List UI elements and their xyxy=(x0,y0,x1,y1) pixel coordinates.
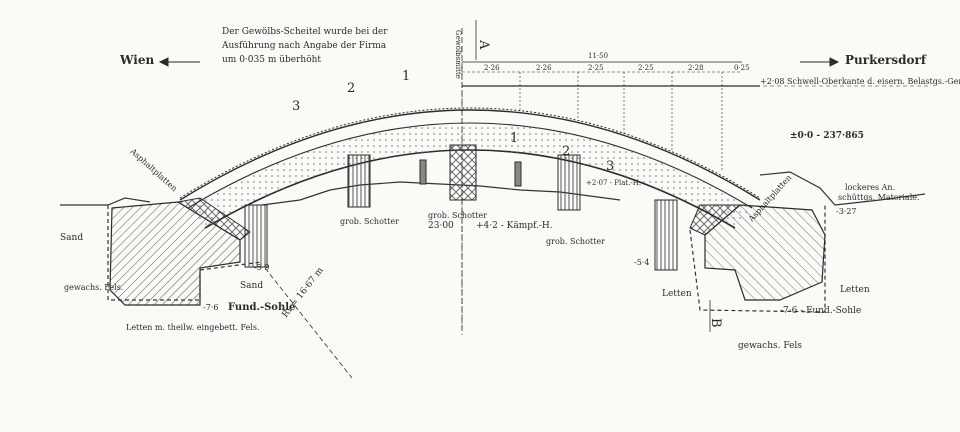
label-sand-1: Sand xyxy=(60,233,83,243)
label-schotter-3: grob. Schotter xyxy=(546,237,605,246)
label-fels-right: gewachs. Fels xyxy=(738,341,802,351)
ground-line-right xyxy=(759,171,926,206)
right-abutment-body xyxy=(704,204,826,301)
left-footing-block xyxy=(244,204,268,268)
label-loose-1: lockeres An. xyxy=(845,183,895,192)
dim-seg-5: 2·28 xyxy=(688,64,704,72)
right-excavation xyxy=(689,205,826,313)
support-block-1 xyxy=(347,154,371,208)
dim-seg-4: 2·25 xyxy=(638,64,654,72)
rib-number-3: 3 xyxy=(292,99,300,114)
label-schotter-2: grob. Schotter xyxy=(428,211,487,220)
label-letten-right-2: Letten xyxy=(840,285,870,295)
dim-seg-2: 2·26 xyxy=(536,64,552,72)
section-mark-top: A xyxy=(476,39,491,50)
note-line-2: Ausführung nach Angabe der Firma xyxy=(221,41,387,51)
supports xyxy=(347,144,581,211)
right-abutment xyxy=(654,199,826,301)
label-schotter-1: grob. Schotter xyxy=(340,217,399,226)
dim-seg-1: 2·26 xyxy=(484,64,500,72)
dim-plat: +2·07 - Plat.-H. xyxy=(586,179,641,187)
support-post-1 xyxy=(419,159,427,185)
rail-label: +2·08 Schwell-Oberkante d. eisern. Belas… xyxy=(760,77,960,86)
deck-line xyxy=(179,107,761,199)
datum-label: ±0·0 - 237·865 xyxy=(790,131,864,141)
label-fels-left: gewachs. Fels. xyxy=(64,283,123,292)
dim-top-total: 11·50 xyxy=(588,52,608,60)
dim-right-sole: -7·6 - Fund.-Sohle xyxy=(780,306,861,316)
girder-posts xyxy=(461,62,723,330)
rib-number-6: 3 xyxy=(606,159,614,174)
note-line-1: Der Gewölbs-Scheitel wurde bei der xyxy=(222,27,388,37)
dim-right-depth: -5·4 xyxy=(634,258,649,267)
note-line-3: um 0·035 m überhöht xyxy=(222,55,321,65)
rib-number-2: 2 xyxy=(347,81,355,96)
rib-number-4: 1 xyxy=(510,131,518,146)
support-post-2 xyxy=(514,161,522,187)
left-excavation xyxy=(107,205,263,301)
dim-span: 23·00 xyxy=(428,221,454,231)
label-loose-2: schüttgs. Materiale. xyxy=(838,193,920,202)
rib-number-1: 1 xyxy=(402,69,410,84)
support-block-2 xyxy=(449,144,477,201)
top-girder xyxy=(461,61,930,330)
arrow-left-icon xyxy=(158,57,169,67)
arch-fill xyxy=(188,123,752,228)
section-mark-bottom: B xyxy=(708,318,723,328)
arrow-right-icon xyxy=(829,57,840,67)
direction-right: Purkersdorf xyxy=(845,53,927,67)
dim-seg-3: 2·25 xyxy=(588,64,604,72)
ground-line-left xyxy=(60,197,151,206)
right-footing-block xyxy=(654,199,678,271)
direction-arrows xyxy=(158,57,840,67)
label-letten-left: Letten m. theilw. eingebett. Fels. xyxy=(126,323,260,332)
dim-top-end: 0·25 xyxy=(734,64,750,72)
arch-extrados-outer xyxy=(179,109,761,201)
crown-label: Gewölbsmitte xyxy=(454,30,462,79)
label-letten-right-1: Letten xyxy=(662,289,692,299)
label-sand-2: Sand xyxy=(240,281,263,291)
centre-axis xyxy=(461,20,711,335)
dim-left-sole: -7·6 xyxy=(203,303,218,312)
label-asphalt-left: Asphaltplatten xyxy=(128,146,179,193)
dim-left-depth: -5·9 xyxy=(254,263,269,272)
rib-number-5: 2 xyxy=(562,144,570,159)
radius-line xyxy=(264,267,353,379)
direction-left: Wien xyxy=(119,53,154,67)
support-block-3 xyxy=(557,154,581,211)
label-fund-sohle-left: Fund.-Sohle xyxy=(228,302,295,313)
dim-kampf: +4·2 - Kämpf.-H. xyxy=(476,221,553,231)
dim-right-level: -3·27 xyxy=(836,207,857,216)
